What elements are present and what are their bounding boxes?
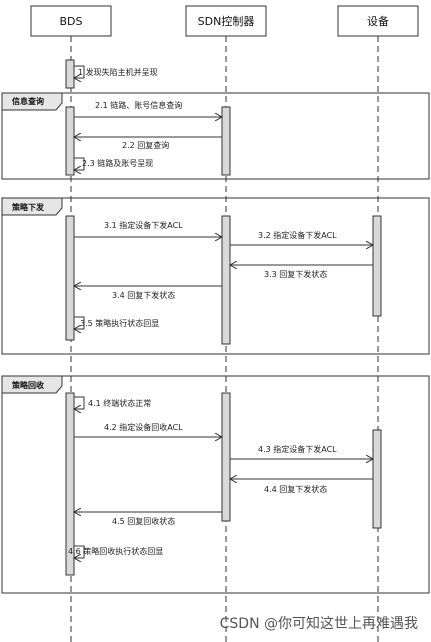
frame-policy-recall-header [1,375,63,394]
participant-bds-box [30,5,112,37]
activation-sdn-2 [221,106,231,176]
msg-1-label: 1 发现失陷主机并呈现 [78,67,158,77]
participant-device-label: 设备 [367,14,389,28]
msg-4-6-label: 4.6 策略回收执行状态回显 [68,546,163,556]
msg-2-1-label: 2.1 链路、账号信息查询 [95,100,182,110]
msg-3-5-label: 3.5 策略执行状态回显 [80,318,159,328]
activation-sdn-4 [221,392,231,522]
msg-4-4-label: 4.4 回复下发状态 [264,484,327,494]
participant-sdn-box [185,5,267,37]
participant-sdn-label: SDN控制器 [198,14,255,28]
frame-policy-deploy-header [1,197,63,216]
activation-sdn-3 [221,215,231,345]
frame-policy-recall [1,375,430,594]
msg-3-1-label: 3.1 指定设备下发ACL [104,220,183,230]
msg-3-5-arrow [74,316,85,329]
frame-info-query [1,92,430,180]
msg-3-2-label: 3.2 指定设备下发ACL [258,230,337,240]
activation-bds-4 [65,392,75,576]
msg-2-2-label: 2.2 回复查询 [122,140,169,150]
participant-bds-label: BDS [60,15,83,28]
frame-policy-deploy-title: 策略下发 [12,202,45,212]
msg-2-3-arrow [74,157,85,170]
activation-device-3 [372,215,382,317]
activation-bds-2 [65,106,75,176]
activation-bds-3 [65,215,75,341]
msg-4-3-label: 4.3 指定设备下发ACL [258,444,337,454]
frame-policy-deploy [1,197,430,355]
activation-bds-1 [65,59,75,89]
frame-info-query-header [1,92,63,111]
activation-device-4 [372,429,382,529]
msg-4-1-label: 4.1 终端状态正常 [88,398,151,408]
msg-4-1-arrow [74,396,85,409]
frame-policy-recall-title: 策略回收 [12,380,44,390]
msg-4-6-arrow [74,545,85,558]
msg-4-5-label: 4.5 回复回收状态 [112,516,175,526]
msg-1-arrow [74,65,85,78]
msg-4-2-label: 4.2 指定设备回收ACL [104,422,183,432]
msg-3-4-label: 3.4 回复下发状态 [112,290,175,300]
msg-2-3-label: 2.3 链路及账号呈现 [82,158,153,168]
frame-info-query-title: 信息查询 [12,96,44,106]
msg-3-3-label: 3.3 回复下发状态 [264,269,327,279]
watermark: CSDN @你可知这世上再难遇我 [220,615,418,632]
